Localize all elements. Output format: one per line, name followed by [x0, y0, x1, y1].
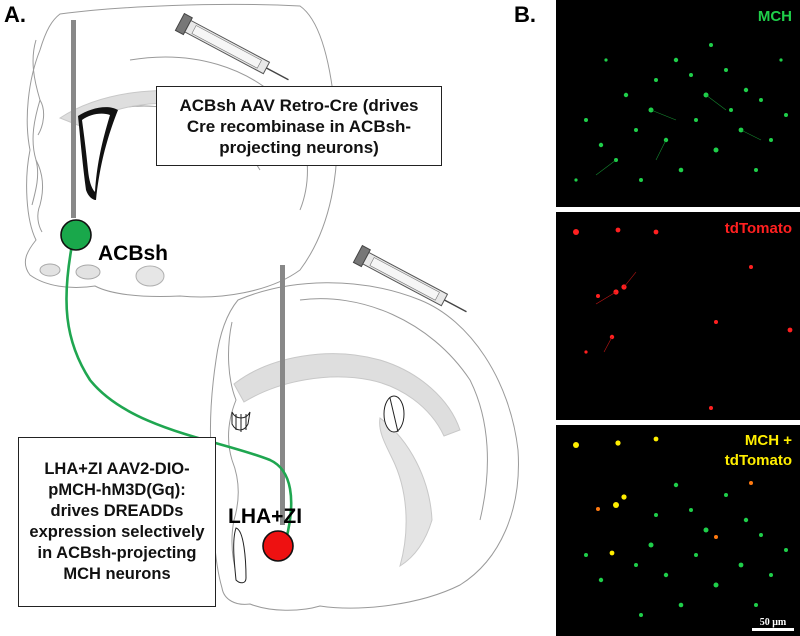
- syringe-upper: [174, 12, 289, 81]
- commissure-left: [39, 263, 61, 277]
- mch-micrograph: MCH: [556, 0, 800, 207]
- scale-bar-text: 50 μm: [759, 617, 787, 628]
- tdtomato-micrograph: tdTomato: [556, 212, 800, 420]
- needle-lower: [280, 265, 285, 525]
- ventricle-lower: [233, 527, 247, 584]
- mch-cells: [574, 43, 788, 182]
- lhazi-site-label: LHA+ZI: [228, 505, 303, 528]
- mch-label: MCH: [757, 8, 792, 25]
- lhazi-injection-site: [262, 530, 294, 562]
- syringe-lower: [352, 244, 467, 313]
- corpus-callosum-lower: [233, 353, 461, 437]
- tubercle-right: [135, 265, 165, 287]
- acbsh-site-label: ACBsh: [98, 242, 169, 265]
- internal-capsule: [379, 417, 433, 568]
- projection-line: [65, 244, 293, 541]
- panel-b-letter: B.: [514, 2, 536, 27]
- tdtomato-cells: [573, 227, 793, 410]
- scale-bar-line: [752, 628, 794, 631]
- merge-micrograph: MCH + tdTomato 50 μm: [556, 425, 800, 636]
- scale-bar: 50 μm: [752, 617, 794, 631]
- lhazi-coronal-section: [209, 282, 519, 611]
- tdtomato-label: tdTomato: [724, 220, 792, 237]
- ventricle-upper-inner: [82, 113, 110, 192]
- panel-a-letter: A.: [4, 2, 26, 27]
- merge-label: MCH + tdTomato: [724, 432, 792, 469]
- acbsh-injection-description: ACBsh AAV Retro-Cre (drives Cre recombin…: [156, 86, 442, 166]
- brain-schematic: [24, 3, 519, 611]
- merge-cells: [573, 436, 788, 617]
- needle-upper: [71, 20, 76, 218]
- acbsh-injection-site: [60, 219, 92, 251]
- lhazi-injection-description: LHA+ZI AAV2-DIO-pMCH-hM3D(Gq): drives DR…: [18, 437, 216, 607]
- commissure-right: [75, 264, 101, 280]
